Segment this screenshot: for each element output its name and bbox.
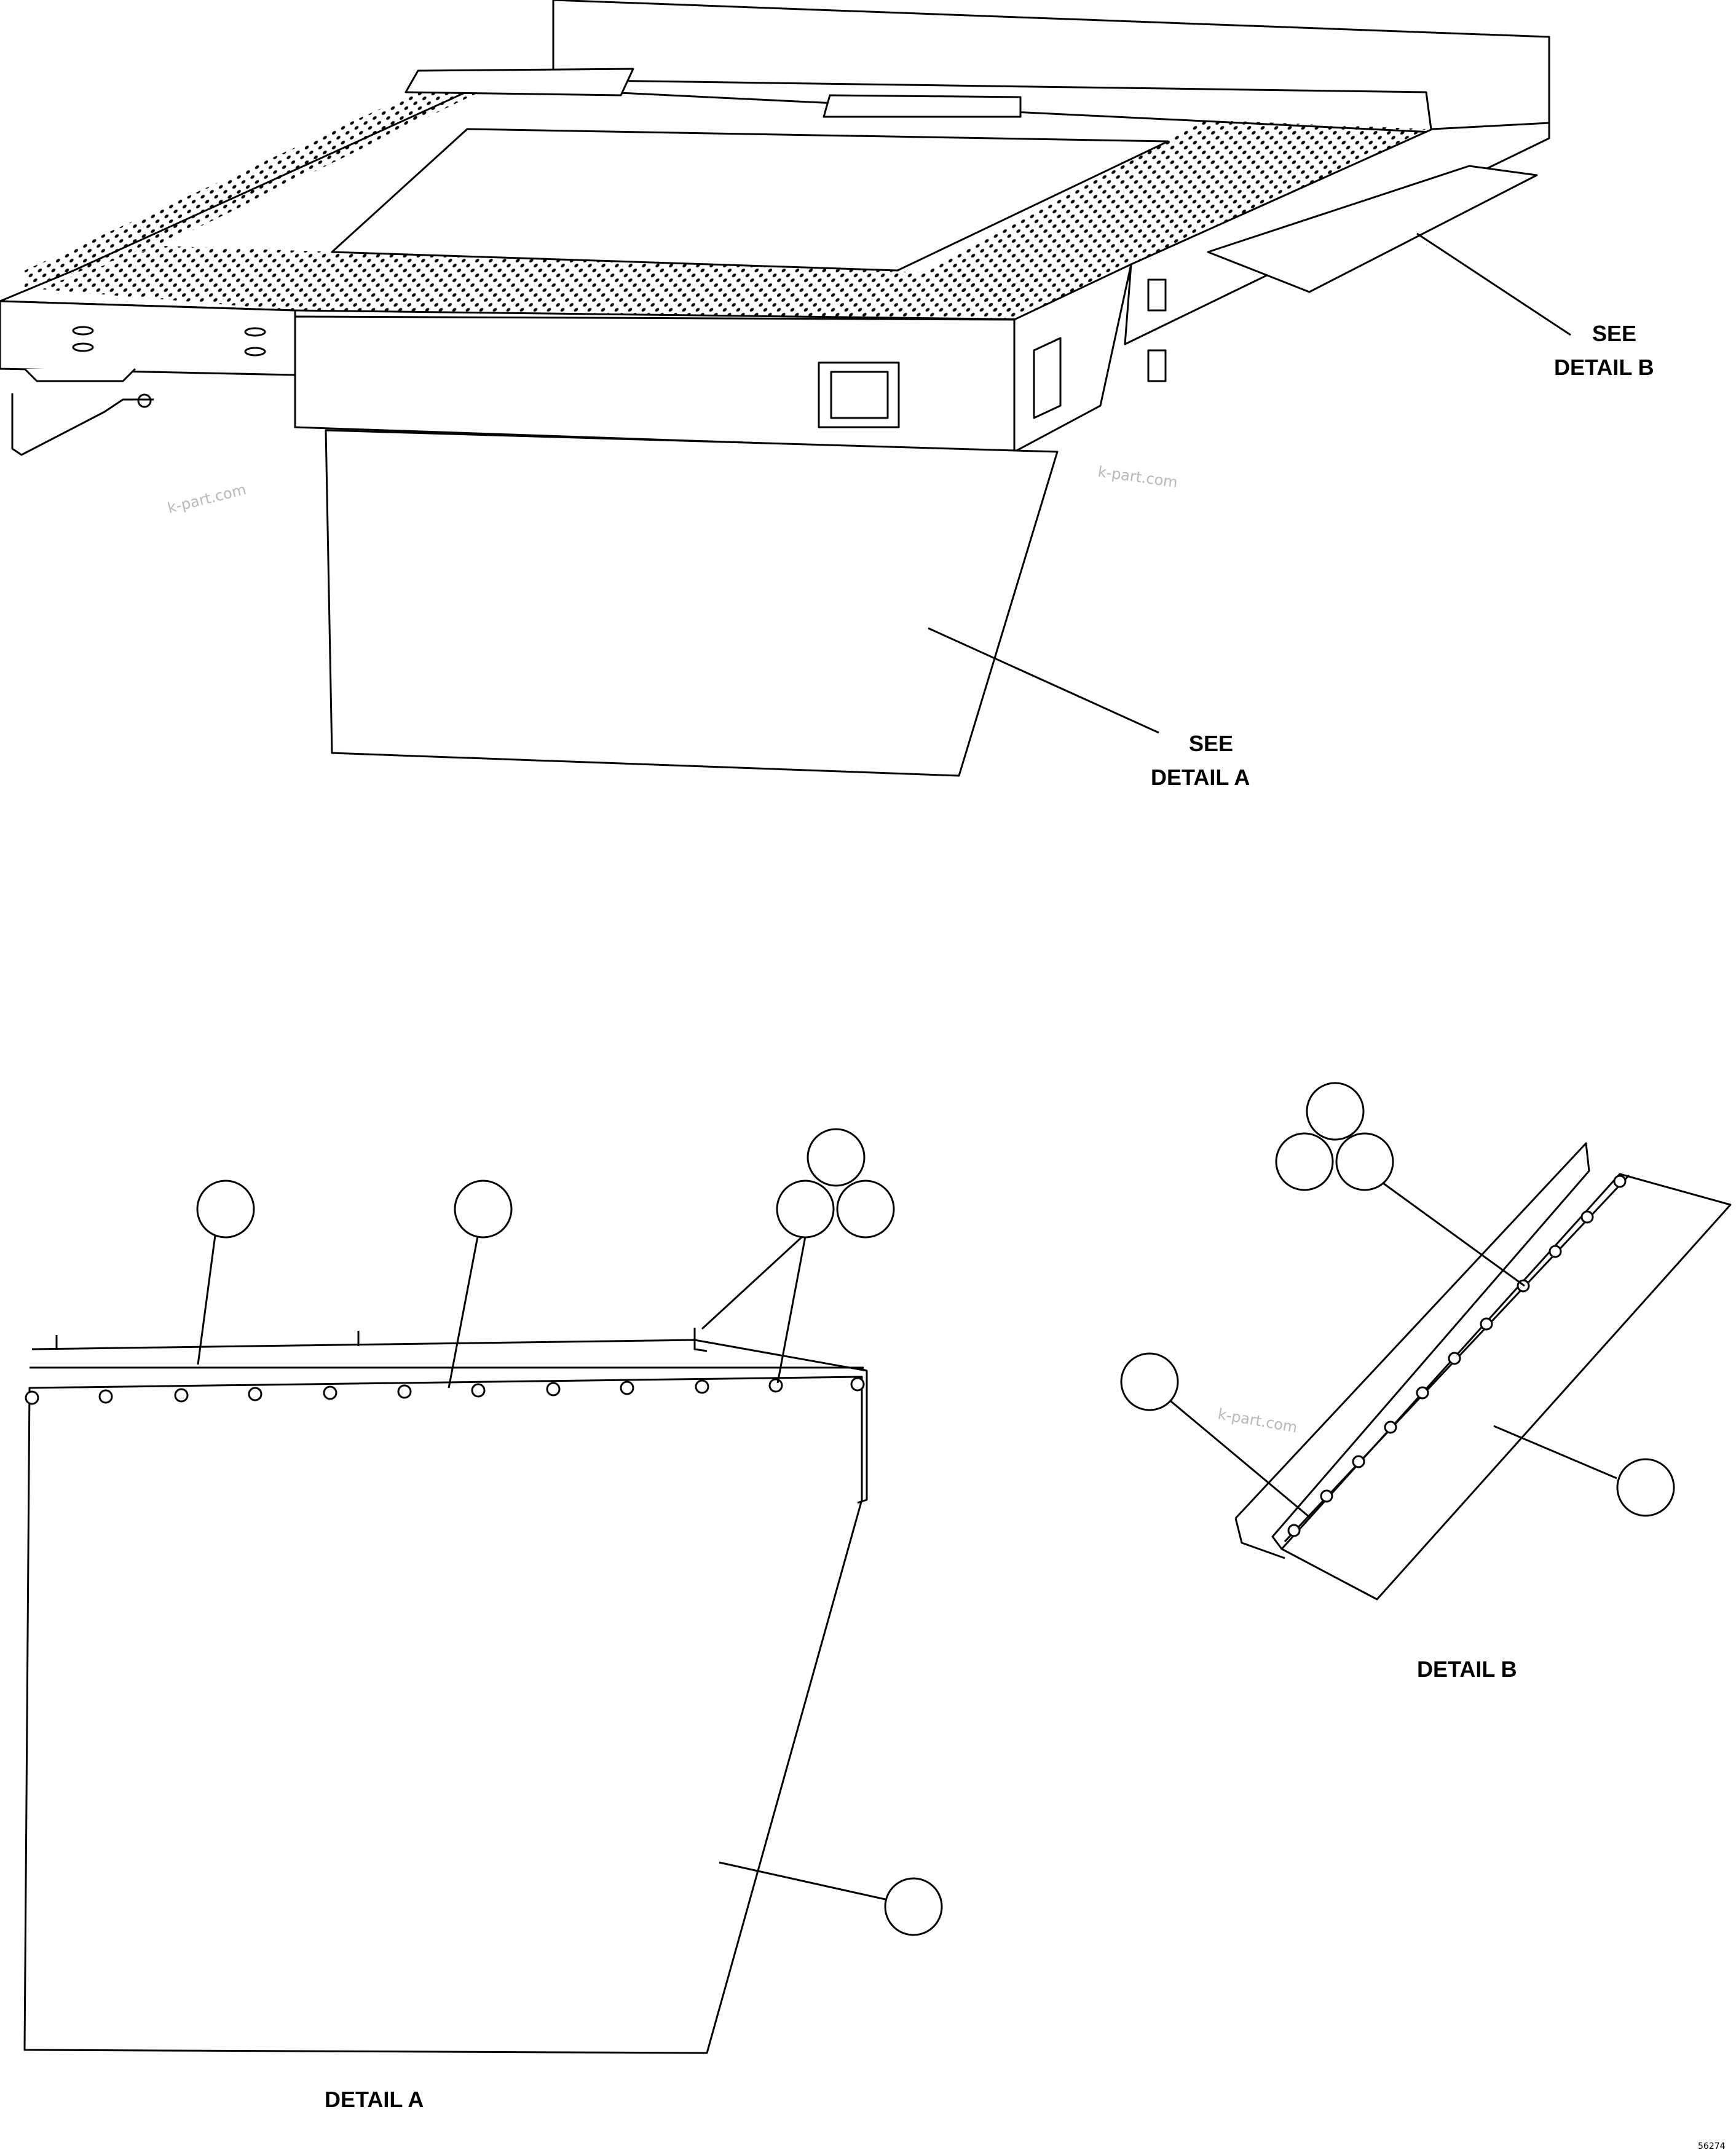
left-mounting-bracket — [11, 368, 154, 456]
right-plate — [1207, 165, 1538, 293]
callout-bubble — [884, 1877, 943, 1936]
bolt — [323, 1385, 337, 1400]
detail-b-leaders — [1170, 1182, 1617, 1518]
leader-line — [719, 1861, 886, 1901]
leader-line — [197, 1235, 216, 1365]
detail-b-callouts — [1120, 1082, 1675, 1517]
bolt — [1549, 1245, 1562, 1258]
detail-a-top-edge — [31, 1339, 867, 1372]
detail-a-mudflap — [23, 1376, 863, 2054]
bolt — [546, 1382, 561, 1397]
bolt — [1613, 1175, 1627, 1188]
watermark: k-part.com — [1097, 463, 1178, 491]
detail-b-title: DETAIL B — [1417, 1657, 1517, 1682]
bolt — [1448, 1352, 1461, 1365]
bolt — [1287, 1524, 1301, 1537]
callout-bubble — [1335, 1132, 1394, 1191]
bolt — [1320, 1489, 1333, 1503]
bolt — [1480, 1317, 1493, 1331]
side-bracket — [1147, 278, 1167, 312]
side-light — [1033, 337, 1062, 419]
detail-a-clip — [693, 1328, 708, 1352]
bolt — [397, 1384, 412, 1399]
see-detail-b-line1: SEE — [1592, 321, 1636, 346]
bolt — [25, 1390, 39, 1405]
detail-a-end — [857, 1366, 868, 1504]
callout-bubble — [1275, 1132, 1334, 1191]
bolt — [98, 1389, 113, 1404]
bolt — [768, 1378, 783, 1393]
front-rail-left — [0, 300, 296, 376]
bracket-bolt — [137, 393, 152, 408]
front-light-lens — [830, 371, 889, 419]
see-detail-a-line2: DETAIL A — [1151, 765, 1250, 790]
bolt — [471, 1383, 486, 1398]
detail-a-leaders — [197, 1235, 886, 1901]
callout-bubble — [1120, 1352, 1179, 1411]
bolt — [620, 1381, 634, 1395]
see-detail-b-line2: DETAIL B — [1554, 355, 1654, 380]
watermark: k-part.com — [166, 481, 248, 517]
bolt — [1416, 1386, 1429, 1400]
bolt — [1580, 1210, 1594, 1224]
detail-a-drawing — [23, 1328, 868, 2054]
perforated-front-strip — [37, 246, 1045, 320]
leader-detail-b — [1416, 232, 1571, 336]
leader-line — [1493, 1425, 1617, 1479]
callout-bubble — [1616, 1458, 1675, 1517]
callout-bubble — [196, 1180, 255, 1239]
see-detail-a-line1: SEE — [1189, 731, 1233, 756]
detail-a-title: DETAIL A — [325, 2087, 424, 2112]
callout-bubble — [836, 1180, 895, 1239]
leader-line — [776, 1236, 807, 1384]
rail-slot — [72, 342, 94, 352]
access-plate-right — [823, 94, 1022, 118]
detail-a-bolts — [25, 1377, 865, 1405]
callout-bubble — [807, 1128, 866, 1187]
mud-flap — [325, 429, 1059, 777]
main-assembly — [0, 0, 1550, 777]
perforated-right-strip — [922, 120, 1426, 320]
bolt — [248, 1387, 262, 1401]
callout-bubble — [1306, 1082, 1365, 1141]
leader-line — [448, 1236, 479, 1389]
callout-bubble — [776, 1180, 835, 1239]
bolt — [1384, 1420, 1397, 1434]
watermark: k-part.com — [1217, 1405, 1299, 1436]
leader-detail-a — [928, 627, 1159, 734]
rail-slot — [244, 327, 266, 337]
leader-lines-top — [928, 232, 1571, 734]
drawing-number: 56274 — [1698, 2141, 1726, 2151]
rail-slot — [244, 347, 266, 357]
detail-b-angle-face — [1234, 1518, 1285, 1559]
leader-line — [1170, 1400, 1310, 1518]
central-opening — [331, 128, 1169, 272]
bolt — [174, 1388, 189, 1403]
leader-line — [701, 1235, 803, 1330]
side-bracket — [1147, 349, 1167, 382]
bolt — [695, 1379, 709, 1394]
detail-b-drawing — [1234, 1142, 1732, 1601]
rail-slot — [72, 326, 94, 336]
detail-b-plate — [1280, 1173, 1732, 1601]
bolt — [1352, 1455, 1365, 1468]
leader-line — [1383, 1182, 1525, 1287]
detail-a-callouts — [196, 1128, 943, 1936]
perforated-left-strip — [25, 86, 486, 289]
callout-bubble — [454, 1180, 513, 1239]
bolt — [850, 1377, 865, 1392]
access-plate-left — [404, 68, 634, 97]
detail-b-angle — [1234, 1142, 1590, 1550]
front-fascia — [294, 315, 1016, 453]
